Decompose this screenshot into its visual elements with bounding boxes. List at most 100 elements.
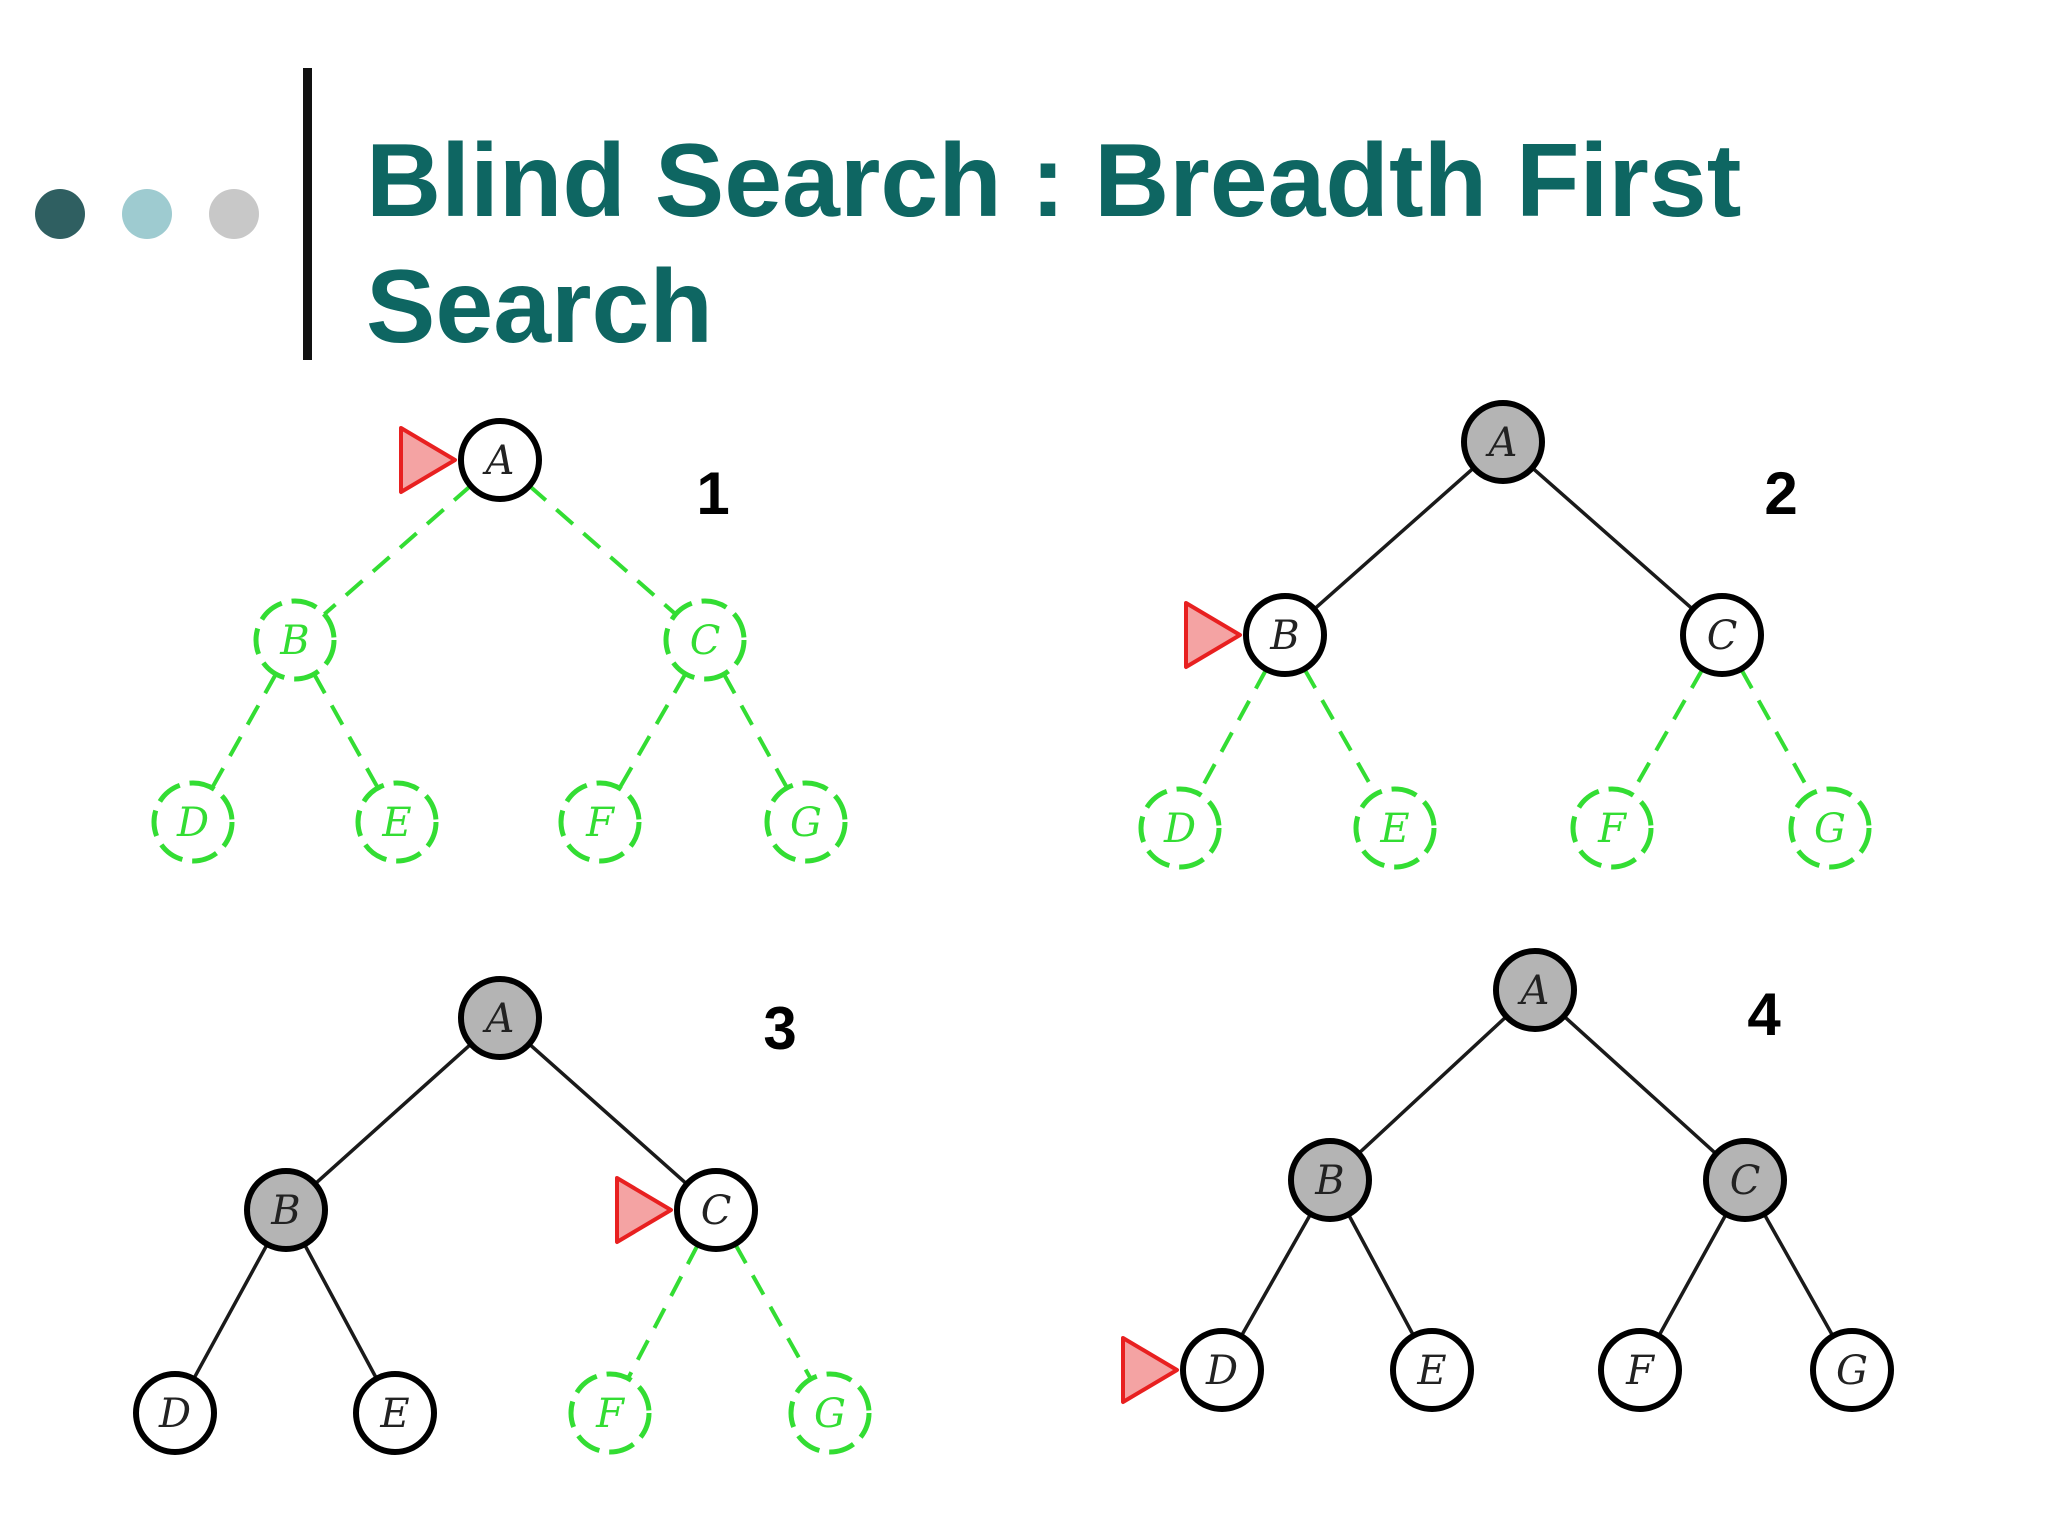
edge-C-F (1657, 1213, 1728, 1337)
edge-A-C (527, 484, 678, 616)
edge-A-B (1313, 466, 1475, 611)
node-C: C (1680, 593, 1764, 677)
edge-C-F (617, 672, 688, 790)
node-A: A (458, 976, 542, 1060)
node-label: C (1707, 613, 1738, 659)
node-label: G (814, 1391, 846, 1437)
node-label: D (1205, 1348, 1238, 1394)
node-circle (568, 1371, 652, 1455)
node-label: B (1269, 613, 1299, 659)
node-circle (1390, 1328, 1474, 1412)
node-G: G (1788, 786, 1872, 870)
node-circle (458, 976, 542, 1060)
node-label: D (176, 800, 209, 846)
node-label: A (1517, 968, 1550, 1014)
bfs-panel-1: A B C D E F G 1 (151, 418, 848, 864)
slide-title-line2: Search (366, 249, 713, 365)
current-node-pointer-icon (615, 1176, 673, 1244)
node-label: D (158, 1391, 191, 1437)
node-label: E (1416, 1348, 1446, 1394)
node-circle (558, 780, 642, 864)
edge-A-B (322, 484, 473, 616)
panel-number: 3 (763, 995, 796, 1062)
node-label: A (482, 438, 515, 484)
edge-C-G (722, 673, 789, 789)
bfs-panel-3: A B C D E F G 3 (133, 976, 872, 1455)
node-label: C (690, 618, 721, 664)
node-circle (151, 780, 235, 864)
edge-A-C (1562, 1014, 1718, 1156)
node-B: B (1288, 1138, 1372, 1222)
node-E: E (1353, 786, 1437, 870)
current-node-pointer-icon (1121, 1336, 1179, 1404)
edge-A-B (1357, 1015, 1508, 1155)
node-B: B (1243, 593, 1327, 677)
bfs-panel-4: A B C D E F G 4 (1121, 948, 1894, 1412)
edge-B-E (1346, 1213, 1416, 1337)
node-C: C (674, 1168, 758, 1252)
node-label: B (279, 618, 309, 664)
edge-C-F (626, 1243, 700, 1380)
node-label: G (790, 800, 822, 846)
edge-C-F (1629, 667, 1705, 796)
node-label: C (1730, 1158, 1761, 1204)
node-D: D (1180, 1328, 1264, 1412)
node-B: B (244, 1168, 328, 1252)
panel-number: 2 (1764, 460, 1797, 527)
node-circle (253, 598, 337, 682)
node-F: F (568, 1371, 652, 1455)
edge-C-G (733, 1243, 813, 1380)
node-circle (1243, 593, 1327, 677)
node-C: C (1703, 1138, 1787, 1222)
node-E: E (355, 780, 439, 864)
node-label: A (1485, 420, 1518, 466)
node-label: B (270, 1188, 300, 1234)
current-node-pointer-icon (1184, 601, 1242, 669)
node-D: D (151, 780, 235, 864)
node-circle (353, 1371, 437, 1455)
node-circle (1353, 786, 1437, 870)
node-G: G (764, 780, 848, 864)
node-label: E (1379, 806, 1409, 852)
edge-C-G (1739, 668, 1813, 795)
node-G: G (1810, 1328, 1894, 1412)
edge-B-E (1302, 667, 1378, 796)
node-F: F (1570, 786, 1654, 870)
node-circle (1703, 1138, 1787, 1222)
node-circle (788, 1371, 872, 1455)
node-circle (663, 598, 747, 682)
node-circle (1810, 1328, 1894, 1412)
node-A: A (458, 418, 542, 502)
edge-B-E (302, 1243, 379, 1380)
edge-B-D (210, 673, 278, 789)
node-label: B (1314, 1158, 1344, 1204)
panel-number: 1 (696, 460, 729, 527)
node-G: G (788, 1371, 872, 1455)
node-circle (1138, 786, 1222, 870)
node-label: A (482, 996, 515, 1042)
node-F: F (558, 780, 642, 864)
slide-title: Blind Search : Breadth First Search (366, 118, 2006, 370)
node-label: F (595, 1391, 625, 1437)
current-node-pointer-icon (399, 426, 457, 494)
node-circle (1288, 1138, 1372, 1222)
node-circle (133, 1371, 217, 1455)
node-circle (1180, 1328, 1264, 1412)
title-divider-bar (303, 68, 312, 360)
node-label: G (1814, 806, 1846, 852)
edge-C-G (1762, 1213, 1835, 1337)
node-label: F (1597, 806, 1627, 852)
node-A: A (1461, 400, 1545, 484)
node-circle (244, 1168, 328, 1252)
node-circle (1461, 400, 1545, 484)
node-circle (1493, 948, 1577, 1032)
node-E: E (353, 1371, 437, 1455)
node-label: F (1625, 1348, 1655, 1394)
edge-A-C (1531, 466, 1694, 611)
edge-B-E (312, 673, 380, 789)
panel-number: 4 (1747, 981, 1781, 1048)
decorative-dots (35, 189, 259, 239)
slide-title-line1: Blind Search : Breadth First (366, 123, 1742, 239)
